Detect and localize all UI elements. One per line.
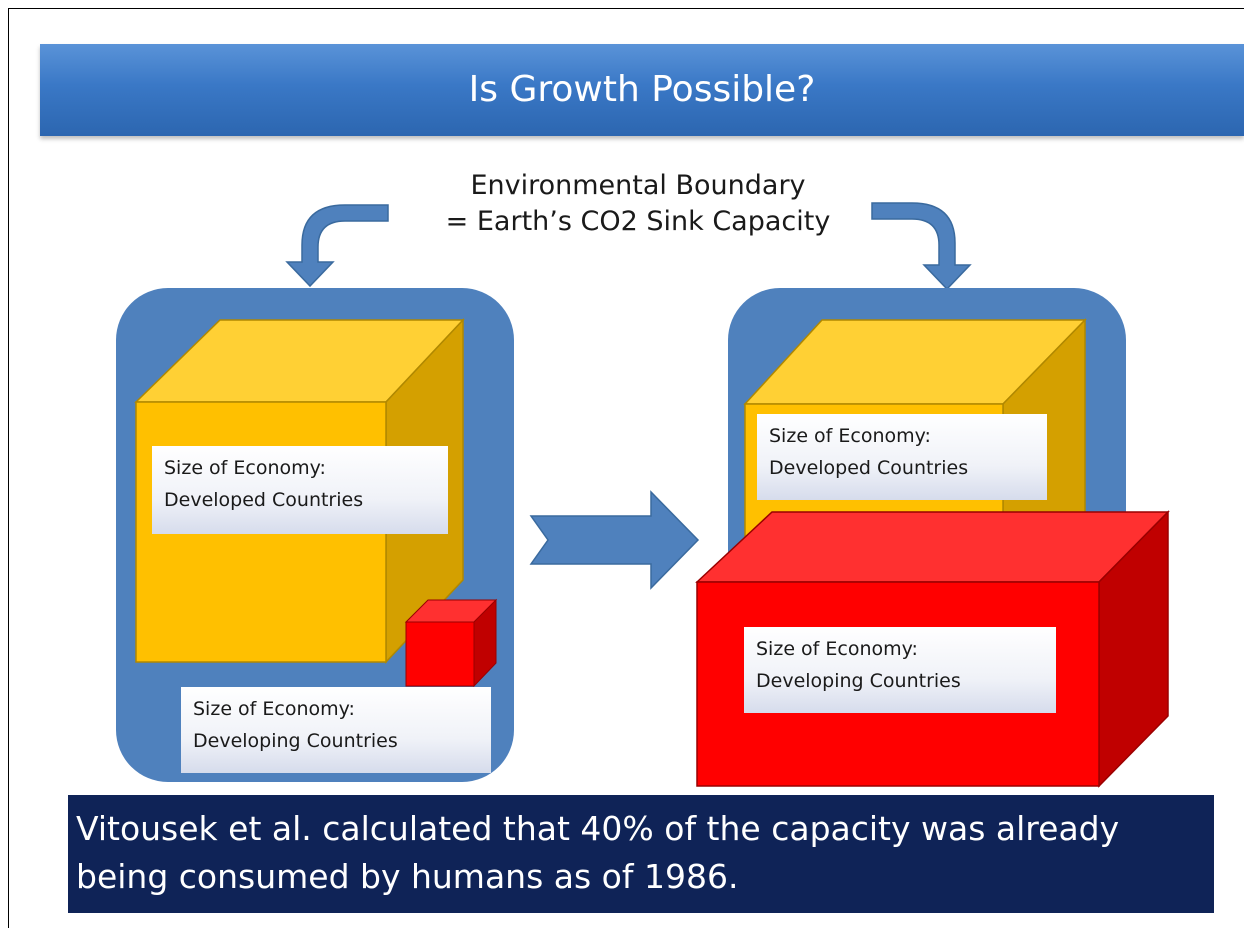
slide-title: Is Growth Possible? <box>468 69 816 110</box>
left-developing-cube <box>404 598 498 688</box>
left-developed-label-line-2: Developed Countries <box>164 489 364 511</box>
environmental-boundary-caption: Environmental Boundary = Earth’s CO2 Sin… <box>388 168 888 240</box>
left-developing-label-line-2: Developing Countries <box>193 730 398 752</box>
right-developing-label-line-2: Developing Countries <box>756 670 961 692</box>
slide-frame <box>8 8 1244 928</box>
title-bar: Is Growth Possible? <box>40 44 1244 136</box>
right-developed-label-line-2: Developed Countries <box>769 457 969 479</box>
left-developed-label-line-1: Size of Economy: <box>164 457 326 479</box>
boundary-line-2: = Earth’s CO2 Sink Capacity <box>445 206 831 237</box>
right-developed-label: Size of Economy: Developed Countries <box>757 414 1047 500</box>
left-developing-label: Size of Economy: Developing Countries <box>181 687 491 773</box>
right-developing-top <box>695 511 1170 583</box>
left-curved-arrow <box>285 204 389 288</box>
footer-caption: Vitousek et al. calculated that 40% of t… <box>68 795 1214 913</box>
growth-arrow <box>529 490 700 590</box>
right-developing-label-line-1: Size of Economy: <box>756 638 918 660</box>
right-developed-label-line-1: Size of Economy: <box>769 425 931 447</box>
left-developed-label: Size of Economy: Developed Countries <box>152 446 448 534</box>
left-developing-front <box>405 621 475 687</box>
boundary-line-1: Environmental Boundary <box>470 170 806 201</box>
right-developing-label: Size of Economy: Developing Countries <box>744 627 1056 713</box>
left-developing-label-line-1: Size of Economy: <box>193 698 355 720</box>
